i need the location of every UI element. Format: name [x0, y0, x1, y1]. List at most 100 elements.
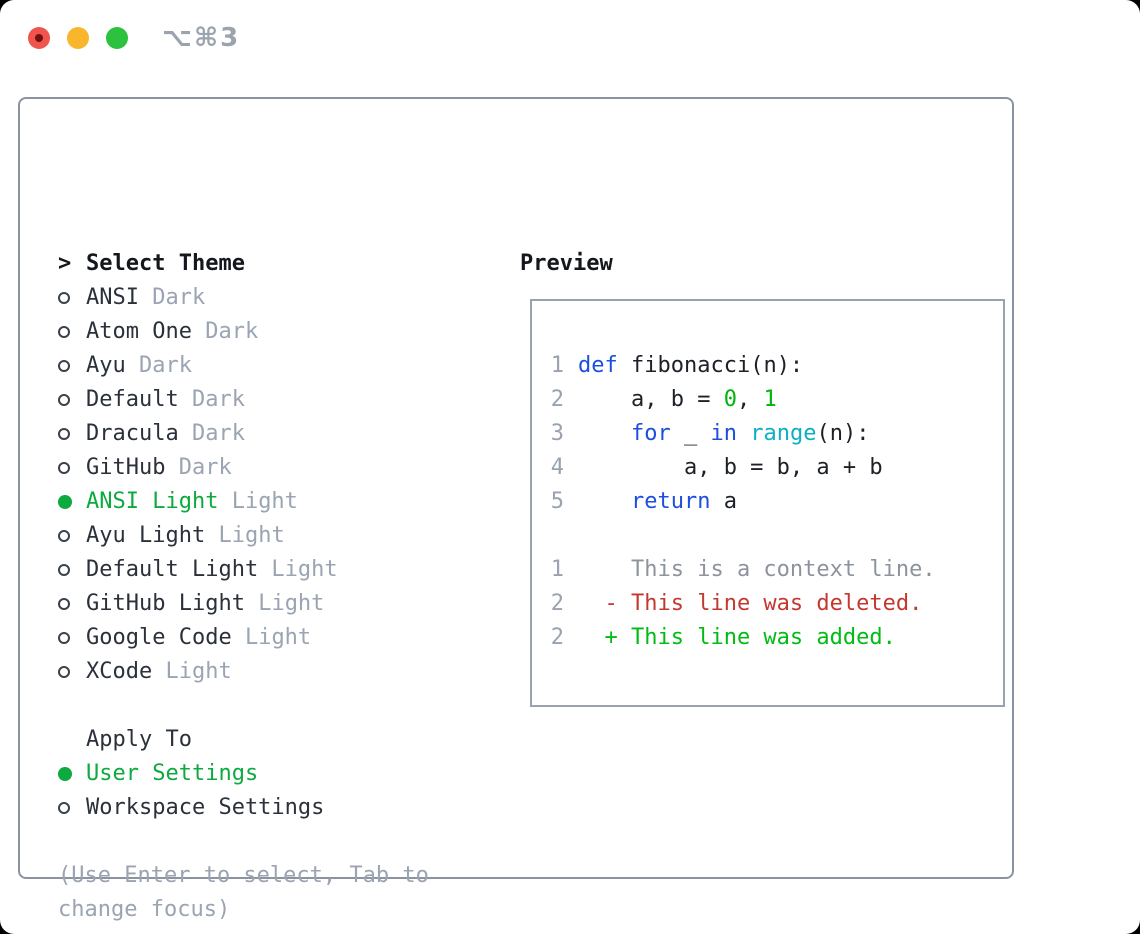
- line-number: 1: [550, 353, 564, 378]
- preview-title: Preview: [520, 251, 613, 276]
- code-token: range: [750, 421, 817, 446]
- titlebar: ⌥⌘3: [0, 0, 1140, 75]
- radio-unselected-icon: [58, 428, 86, 440]
- theme-option-label: GitHub: [86, 455, 166, 480]
- line-number: 2: [550, 625, 564, 650]
- theme-variant-label: Dark: [138, 285, 206, 310]
- code-line: 4 a, b = b, a + b: [550, 451, 1003, 485]
- line-number: 1: [550, 557, 564, 582]
- theme-variant-label: Light: [258, 557, 338, 582]
- theme-option-label: ANSI: [86, 285, 139, 310]
- line-number: 4: [550, 455, 564, 480]
- diff-line: 1 This is a context line.: [550, 553, 1003, 587]
- apply-to-option-label: User Settings: [86, 761, 259, 786]
- theme-option-dracula[interactable]: Dracula Dark: [58, 417, 429, 451]
- zoom-button[interactable]: [106, 26, 128, 49]
- theme-option-ansi-light[interactable]: ANSI Light Light: [58, 485, 429, 519]
- theme-option-google-code[interactable]: Google Code Light: [58, 621, 429, 655]
- theme-variant-label: Light: [231, 625, 312, 650]
- theme-option-label: Default: [86, 387, 179, 412]
- code-token: [578, 421, 631, 446]
- theme-option-xcode[interactable]: XCode Light: [58, 655, 429, 689]
- line-number: 2: [550, 387, 564, 412]
- code-line: 3 for _ in range(n):: [550, 417, 1003, 451]
- radio-unselected-icon: [58, 802, 86, 814]
- line-number: 5: [550, 489, 564, 514]
- radio-unselected-icon: [58, 326, 86, 338]
- radio-unselected-icon: [58, 598, 86, 610]
- minimize-button[interactable]: [67, 26, 89, 49]
- radio-unselected-icon: [58, 632, 86, 644]
- theme-variant-label: Light: [205, 523, 285, 548]
- theme-option-github-light[interactable]: GitHub Light Light: [58, 587, 429, 621]
- theme-variant-label: Dark: [178, 387, 245, 412]
- keyboard-shortcut-label: ⌥⌘3: [162, 22, 241, 53]
- radio-unselected-icon: [58, 666, 86, 678]
- radio-selected-icon: [58, 767, 86, 781]
- radio-unselected-icon: [58, 530, 86, 542]
- code-token: 1: [763, 387, 777, 412]
- code-token: a, b = b, a + b: [578, 455, 883, 480]
- code-token: a, b =: [578, 387, 724, 412]
- line-number: 2: [550, 591, 564, 616]
- code-line: 2 a, b = 0, 1: [550, 383, 1003, 417]
- theme-option-github[interactable]: GitHub Dark: [58, 451, 429, 485]
- spacer: [58, 825, 429, 859]
- code-token: (n):: [816, 421, 870, 446]
- hint-line: (Use Enter to select, Tab to: [58, 863, 429, 888]
- theme-variant-label: Light: [218, 489, 298, 514]
- code-line: 5 return a: [550, 485, 1003, 519]
- theme-variant-label: Light: [152, 659, 232, 684]
- code-token: for: [630, 421, 671, 446]
- theme-variant-label: Light: [244, 591, 325, 616]
- code-token: a: [710, 489, 737, 514]
- theme-option-label: Dracula: [86, 421, 179, 446]
- spacer: [58, 689, 429, 723]
- theme-variant-label: Dark: [178, 421, 245, 446]
- radio-unselected-icon: [58, 564, 86, 576]
- apply-to-option-user-settings[interactable]: User Settings: [58, 757, 429, 791]
- apply-to-option-workspace-settings[interactable]: Workspace Settings: [58, 791, 429, 825]
- hint-line: change focus): [58, 897, 231, 922]
- theme-option-label: Atom One: [86, 319, 192, 344]
- select-theme-header: > Select Theme: [58, 247, 429, 281]
- code-token: fibonacci(n):: [617, 353, 804, 378]
- theme-option-label: GitHub Light: [86, 591, 245, 616]
- diff-line: 2 - This line was deleted.: [550, 587, 1003, 621]
- help-hint: (Use Enter to select, Tab to change focus…: [58, 859, 429, 927]
- theme-variant-label: Dark: [191, 319, 259, 344]
- theme-option-ansi[interactable]: ANSI Dark: [58, 281, 429, 315]
- theme-variant-label: Dark: [165, 455, 232, 480]
- theme-option-atom-one[interactable]: Atom One Dark: [58, 315, 429, 349]
- theme-option-label: Default Light: [86, 557, 259, 582]
- diff-line: 2 + This line was added.: [550, 621, 1003, 655]
- radio-unselected-icon: [58, 462, 86, 474]
- apply-to-title: Apply To: [86, 727, 192, 752]
- theme-option-ayu[interactable]: Ayu Dark: [58, 349, 429, 383]
- theme-option-ayu-light[interactable]: Ayu Light Light: [58, 519, 429, 553]
- code-token: _: [670, 421, 711, 446]
- theme-option-label: XCode: [86, 659, 153, 684]
- selection-cursor: >: [58, 251, 72, 276]
- theme-option-label: Ayu Light: [86, 523, 206, 548]
- code-token: in: [710, 421, 737, 446]
- radio-unselected-icon: [58, 292, 86, 304]
- theme-option-default[interactable]: Default Dark: [58, 383, 429, 417]
- line-number: 3: [550, 421, 564, 446]
- code-token: [578, 489, 631, 514]
- theme-option-label: ANSI Light: [86, 489, 219, 514]
- close-button[interactable]: [28, 26, 50, 49]
- theme-option-default-light[interactable]: Default Light Light: [58, 553, 429, 587]
- theme-option-label: Google Code: [86, 625, 232, 650]
- radio-unselected-icon: [58, 360, 86, 372]
- theme-option-label: Ayu: [86, 353, 126, 378]
- apply-to-option-label: Workspace Settings: [86, 795, 325, 820]
- radio-unselected-icon: [58, 394, 86, 406]
